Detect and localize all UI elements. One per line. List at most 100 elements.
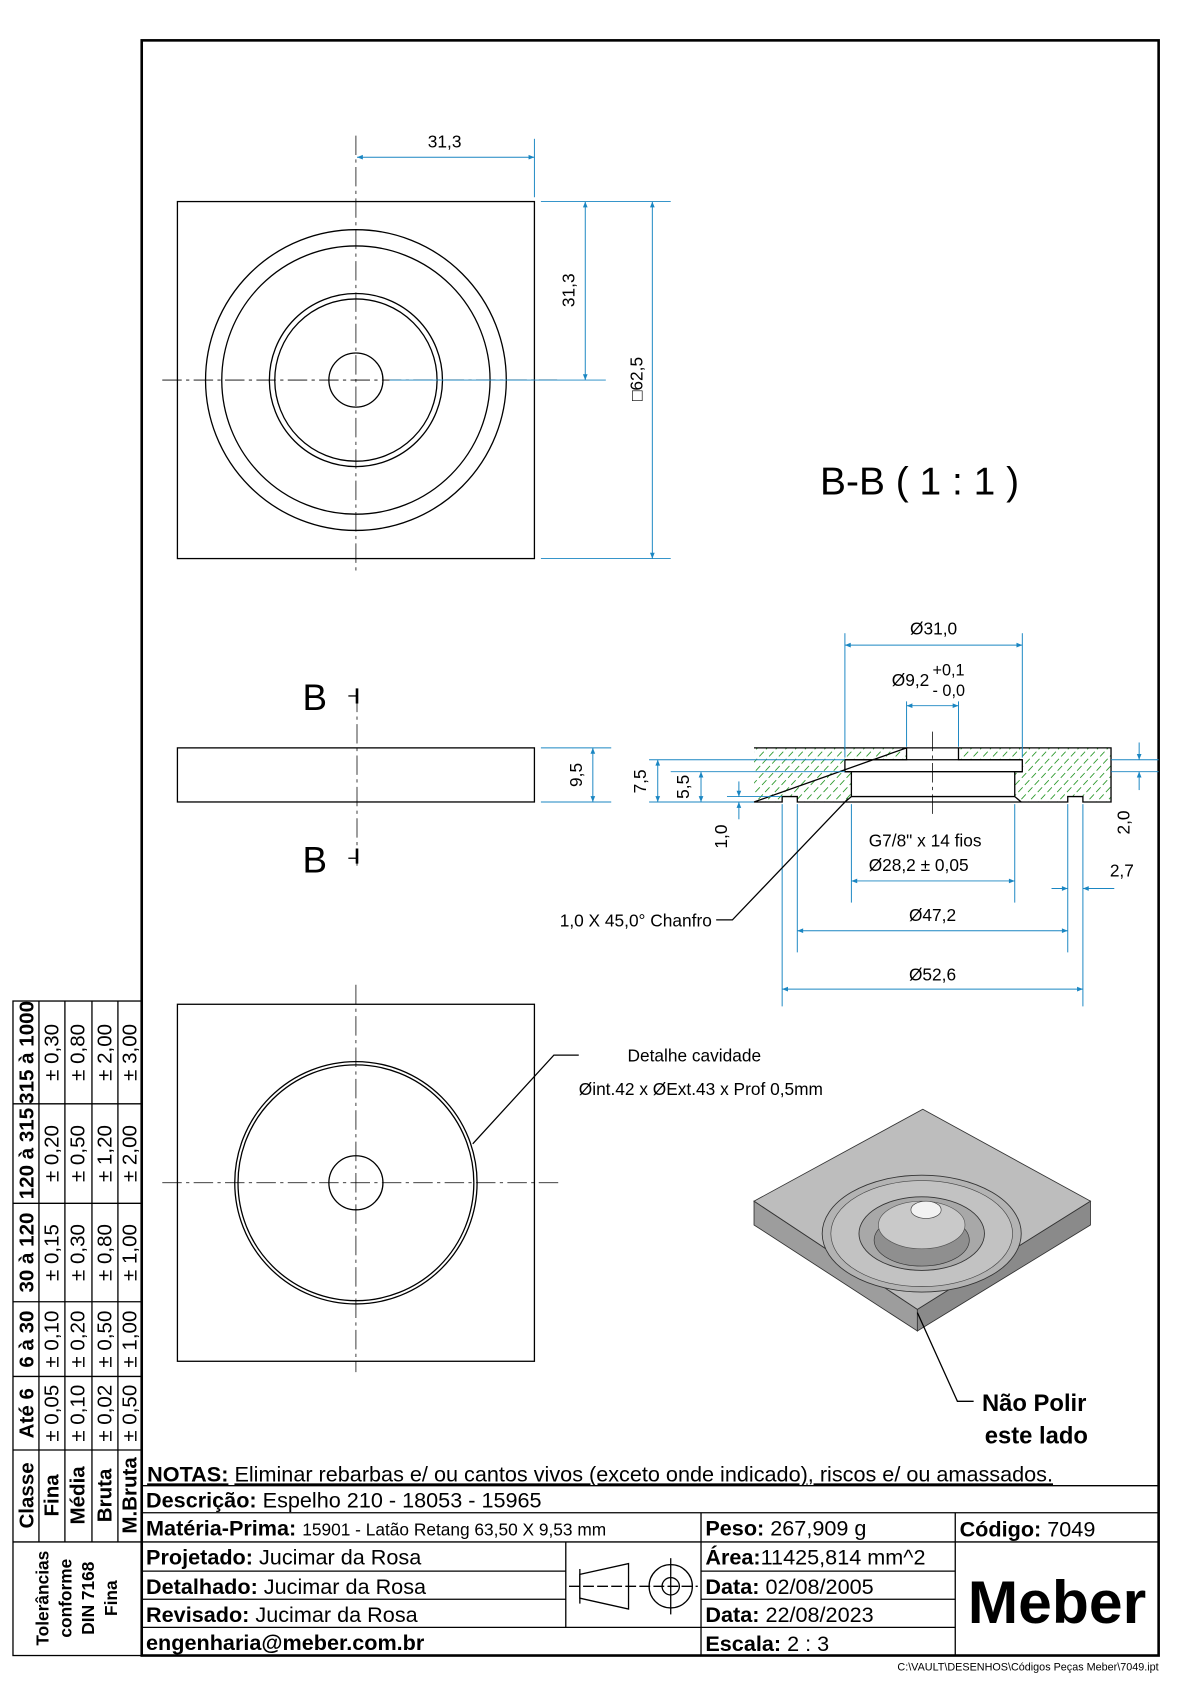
codigo-label: Código: xyxy=(960,1517,1042,1542)
svg-text:Descrição: Espelho 210 - 18053: Descrição: Espelho 210 - 18053 - 15965 xyxy=(146,1487,542,1512)
hatch-line xyxy=(1141,744,1190,807)
svg-text:Revisado: Jucimar da Rosa: Revisado: Jucimar da Rosa xyxy=(146,1602,419,1627)
tolerance-range-label: 30 à 120 xyxy=(16,1213,39,1293)
area-label: Área: xyxy=(705,1545,760,1570)
tolerance-value: ± 0,10 xyxy=(66,1385,89,1442)
tolerance-value: ± 0,15 xyxy=(40,1224,63,1281)
hatch-line xyxy=(1112,744,1170,807)
tolerance-class-0: Fina xyxy=(40,1474,63,1517)
tolerance-value: ± 0,80 xyxy=(93,1224,116,1281)
hatch-line xyxy=(1151,744,1190,807)
tolerance-range-label: 120 à 315 xyxy=(16,1108,39,1199)
no-polish-note-line2: este lado xyxy=(985,1422,1088,1449)
cavity-note-text: Øint.42 x ØExt.43 x Prof 0,5mm xyxy=(579,1079,823,1099)
descricao-value: Espelho 210 - 18053 - 15965 xyxy=(263,1487,542,1512)
detalhado-value: Jucimar da Rosa xyxy=(264,1574,427,1599)
dim-square: □62,5 xyxy=(627,357,647,401)
svg-text:Data: 22/08/2023: Data: 22/08/2023 xyxy=(705,1602,873,1627)
drawing-frame xyxy=(140,39,1160,1657)
data2-label: Data: xyxy=(705,1602,759,1627)
hatch-line xyxy=(1092,747,1112,802)
tolerance-class-2: Bruta xyxy=(93,1468,116,1522)
tolerance-value: ± 0,50 xyxy=(66,1125,89,1182)
dim-h75: 7,5 xyxy=(630,769,650,793)
hatch-line xyxy=(1053,747,1112,802)
tolerance-table: Classe Tolerâncias conforme DIN 7168 Fin… xyxy=(12,1000,143,1657)
hatch-line xyxy=(754,747,811,802)
hatch-line xyxy=(771,747,831,802)
chamfer-note: 1,0 X 45,0° Chanfro xyxy=(560,910,712,930)
hatch-line xyxy=(1132,744,1190,807)
file-path: C:\VAULT\DESENHOS\Códigos Peças Meber\70… xyxy=(897,1662,1158,1674)
hatch-line xyxy=(1151,744,1190,807)
section-view: Ø31,0 Ø9,2 +0,1 - 0,0 7,5 5,5 1,0 2,0 2,… xyxy=(560,618,1190,1007)
hatch-line xyxy=(1132,744,1190,807)
svg-text:Projetado: Jucimar da Rosa: Projetado: Jucimar da Rosa xyxy=(146,1545,422,1570)
hatch-line xyxy=(819,747,879,802)
hatch-line xyxy=(958,747,977,802)
dim-height: 31,3 xyxy=(558,273,578,307)
svg-text:Peso: 267,909 g: Peso: 267,909 g xyxy=(705,1515,866,1540)
dim-d28: Ø28,2 ± 0,05 xyxy=(869,855,969,875)
hatch-line xyxy=(1161,744,1190,807)
peso-value: 267,909 g xyxy=(770,1515,866,1540)
tolerance-header-line2: conforme xyxy=(55,1558,75,1637)
tolerance-value: ± 0,10 xyxy=(40,1311,63,1368)
hatch-line xyxy=(1082,747,1112,802)
codigo-value: 7049 xyxy=(1047,1517,1095,1542)
tolerance-value: ± 0,80 xyxy=(66,1024,89,1081)
svg-text:Data: 02/08/2005: Data: 02/08/2005 xyxy=(705,1574,873,1599)
dim-d9-tol-plus: +0,1 xyxy=(933,661,965,679)
tolerance-range-label: 6 à 30 xyxy=(16,1311,39,1368)
tolerance-value: ± 1,00 xyxy=(118,1224,141,1281)
hatch-line xyxy=(958,747,986,802)
hatch-line xyxy=(1171,744,1190,807)
tolerance-value: ± 0,30 xyxy=(66,1224,89,1281)
dim-d47: Ø47,2 xyxy=(909,905,956,925)
materia-label: Matéria-Prima: xyxy=(146,1515,296,1540)
tolerance-value: ± 0,20 xyxy=(40,1125,63,1182)
hatch-line xyxy=(780,747,840,802)
dim-d9: Ø9,2 xyxy=(892,670,930,690)
hatch-line xyxy=(754,747,772,802)
tolerance-value: ± 0,02 xyxy=(93,1385,116,1442)
dim-thickness: 9,5 xyxy=(566,763,586,787)
data1-value: 02/08/2005 xyxy=(765,1574,873,1599)
dim-w27: 2,7 xyxy=(1110,861,1134,881)
first-angle-projection-icon xyxy=(569,1558,698,1615)
detalhado-label: Detalhado: xyxy=(146,1574,258,1599)
hatch-line xyxy=(1180,744,1190,807)
tolerance-value: ± 3,00 xyxy=(118,1024,141,1081)
notes-label: NOTAS: xyxy=(147,1461,228,1486)
revisado-value: Jucimar da Rosa xyxy=(255,1602,418,1627)
title-block: NOTAS: Eliminar rebarbas e/ ou cantos vi… xyxy=(141,1461,1159,1674)
area-value: 11425,814 mm^2 xyxy=(761,1545,926,1570)
tolerance-header-line1: Tolerâncias xyxy=(33,1551,53,1646)
tolerance-value: ± 1,00 xyxy=(118,1311,141,1368)
dim-h20: 2,0 xyxy=(1113,811,1133,835)
top-view: 31,3 31,3 □62,5 xyxy=(162,131,671,574)
escala-value: 2 : 3 xyxy=(787,1631,829,1656)
materia-value: 15901 - Latão Retang 63,50 X 9,53 mm xyxy=(302,1519,606,1539)
tolerance-value: ± 0,20 xyxy=(66,1311,89,1368)
hatch-line xyxy=(1171,744,1190,807)
hatch-line xyxy=(809,747,870,802)
hatch-line xyxy=(754,747,782,802)
notes-text: Eliminar rebarbas e/ ou cantos vivos (ex… xyxy=(234,1461,1053,1486)
tolerance-value: ± 0,05 xyxy=(40,1385,63,1442)
tolerance-value: ± 0,50 xyxy=(118,1385,141,1442)
tolerance-value: ± 2,00 xyxy=(93,1024,116,1081)
svg-text:Escala: 2 : 3: Escala: 2 : 3 xyxy=(705,1631,829,1656)
side-view: B B 9,5 xyxy=(176,677,612,880)
email: engenharia@meber.com.br xyxy=(146,1630,425,1655)
cavity-note-title: Detalhe cavidade xyxy=(627,1046,761,1066)
section-title: B-B ( 1 : 1 ) xyxy=(820,461,1019,504)
isometric-view: Não Polir este lado xyxy=(753,1108,1092,1449)
hatch-line xyxy=(1063,747,1112,802)
tolerance-value: ± 2,00 xyxy=(118,1125,141,1182)
hatch-line xyxy=(790,747,850,802)
hatch-line xyxy=(1180,744,1190,807)
hatch-line xyxy=(1033,747,1093,802)
escala-label: Escala: xyxy=(705,1631,781,1656)
